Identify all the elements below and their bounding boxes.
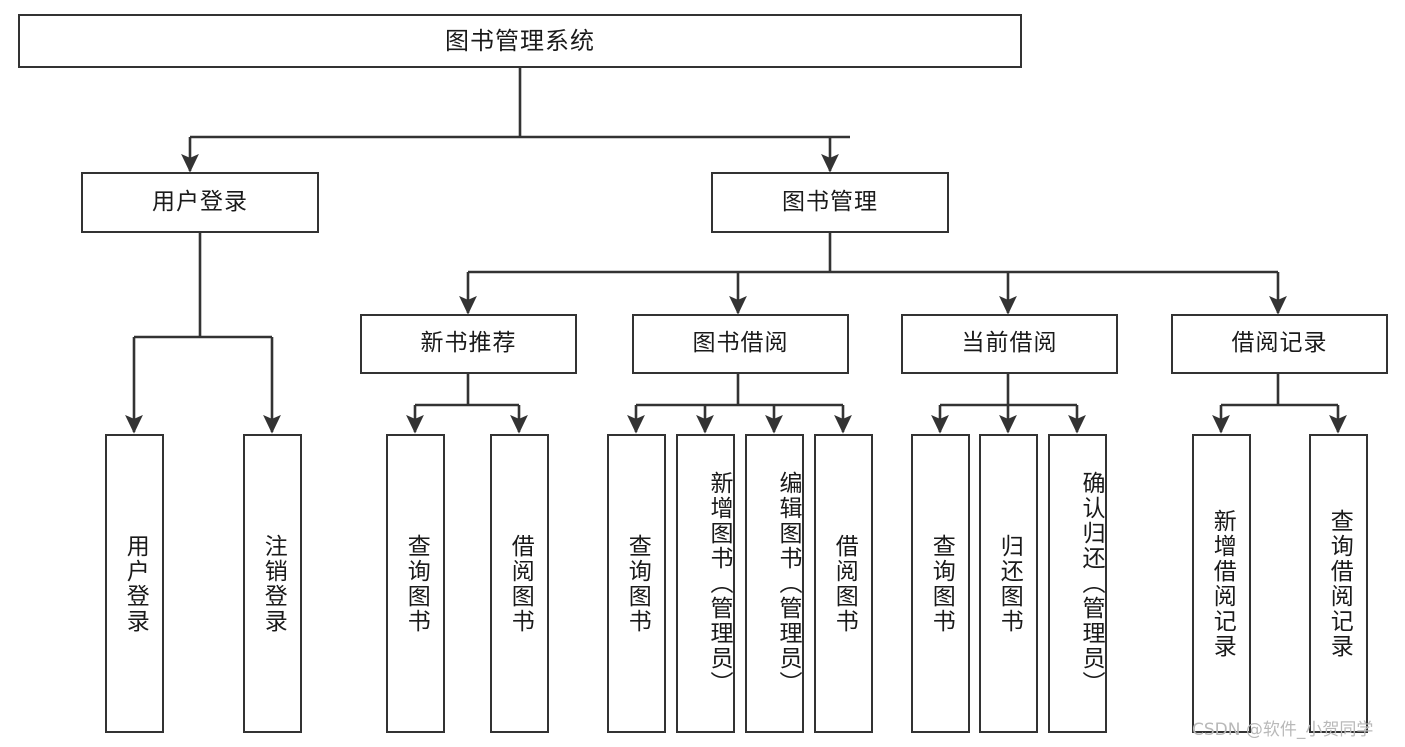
node-root[interactable]: 图书管理系统: [18, 14, 1022, 68]
leaf-query-book-1[interactable]: 查询图书: [386, 434, 445, 733]
csdn-watermark: CSDN @软件_小贺同学: [1192, 720, 1374, 740]
leaf-query-borrow-record[interactable]: 查询借阅记录: [1309, 434, 1368, 733]
node-book-manage[interactable]: 图书管理: [711, 172, 949, 233]
leaf-add-book[interactable]: 新增图书（管理员）: [676, 434, 735, 733]
leaf-borrow-book-2[interactable]: 借阅图书: [814, 434, 873, 733]
leaf-return-book[interactable]: 归还图书: [979, 434, 1038, 733]
leaf-add-borrow-record[interactable]: 新增借阅记录: [1192, 434, 1251, 733]
node-new-book-recommend[interactable]: 新书推荐: [360, 314, 577, 374]
node-borrow-record[interactable]: 借阅记录: [1171, 314, 1388, 374]
leaf-user-login[interactable]: 用户登录: [105, 434, 164, 733]
leaf-confirm-return[interactable]: 确认归还（管理员）: [1048, 434, 1107, 733]
leaf-edit-book[interactable]: 编辑图书（管理员）: [745, 434, 804, 733]
leaf-query-book-2[interactable]: 查询图书: [607, 434, 666, 733]
node-user-login[interactable]: 用户登录: [81, 172, 319, 233]
node-book-borrow[interactable]: 图书借阅: [632, 314, 849, 374]
leaf-borrow-book-1[interactable]: 借阅图书: [490, 434, 549, 733]
leaf-query-book-3[interactable]: 查询图书: [911, 434, 970, 733]
node-current-borrow[interactable]: 当前借阅: [901, 314, 1118, 374]
leaf-logout[interactable]: 注销登录: [243, 434, 302, 733]
